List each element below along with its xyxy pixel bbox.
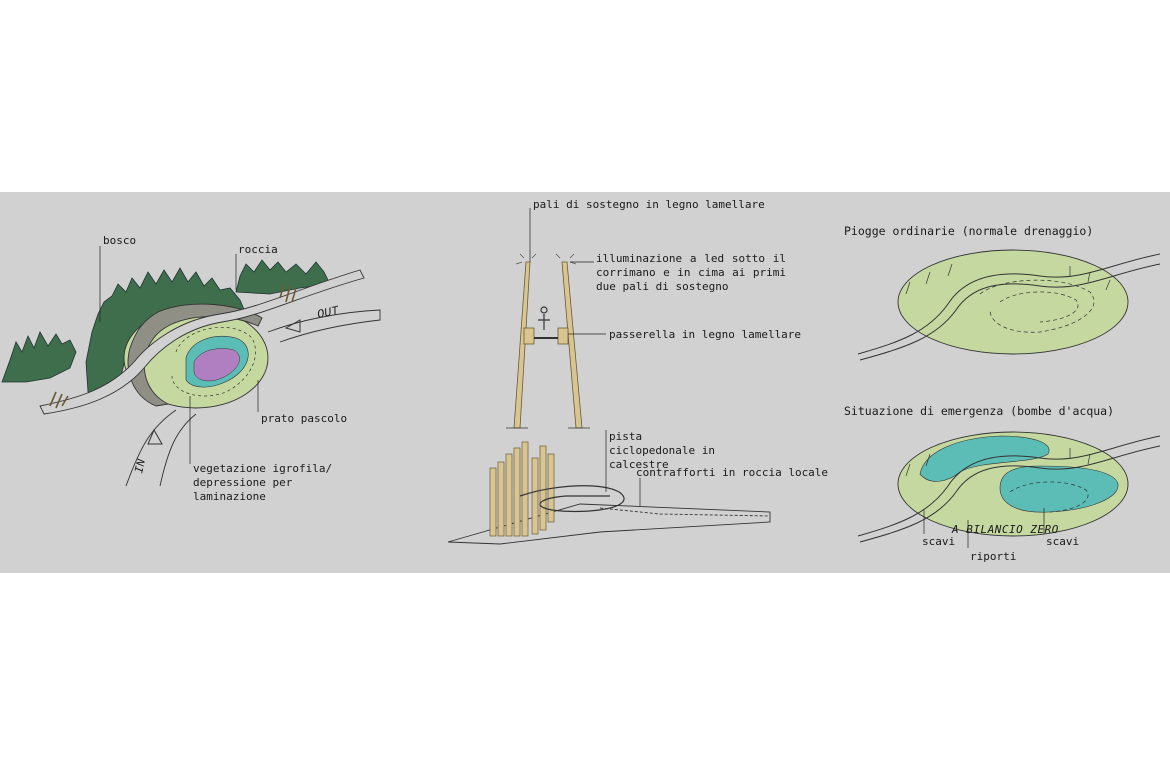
walkway-perspective [447, 430, 771, 545]
pole-left [513, 261, 531, 429]
road-out-label: OUT [316, 304, 341, 322]
label-illuminazione: illuminazione a led sotto il corrimano e… [596, 252, 786, 293]
label-roccia: roccia [238, 243, 278, 256]
road-in [125, 409, 197, 487]
label-pali-sostegno: pali di sostegno in legno lamellare [533, 198, 765, 211]
label-contrafforti: contrafforti in roccia locale [636, 466, 829, 479]
road-ordinary [857, 253, 1161, 355]
contour-emergency [1009, 481, 1089, 513]
hatch-ordinary [905, 263, 1111, 295]
road-in-label: IN [132, 457, 149, 475]
road-ordinary-b [859, 263, 1161, 361]
wetland-zone [193, 348, 240, 382]
contour-ordinary-2 [999, 291, 1079, 323]
deck-left [523, 327, 535, 345]
label-vegetazione-igrofila: vegetazione igrofila/ depressione per la… [193, 462, 333, 503]
road-main [39, 269, 365, 415]
terrain-wedge [447, 503, 771, 545]
left-leaders [99, 246, 259, 464]
road-emergency-b [859, 445, 1161, 543]
walkway-elevation [506, 208, 606, 429]
label-prato-pascolo: prato pascolo [261, 412, 348, 425]
title-piogge-ordinarie: Piogge ordinarie (normale drenaggio) [844, 224, 1094, 238]
bridge-posts-left [49, 391, 69, 409]
label-riporti: riporti [970, 550, 1017, 563]
diagram-panel: OUT IN [0, 192, 1170, 573]
forest-left [1, 331, 77, 383]
label-bilancio-zero: A BILANCIO ZERO [952, 523, 1059, 536]
title-situazione-emergenza: Situazione di emergenza (bombe d'acqua) [844, 404, 1115, 418]
label-passerella: passerella in legno lamellare [609, 328, 802, 341]
person-figure [538, 306, 550, 330]
out-arrow [284, 319, 301, 333]
ramp-path [599, 507, 771, 517]
bridge-posts-right [279, 283, 297, 303]
label-pista-ciclopedonale: pista ciclopedonale in calcestre [609, 430, 715, 471]
water-left [919, 435, 1050, 482]
road-out [267, 309, 381, 343]
center-leaders-top [529, 208, 606, 335]
in-arrow [147, 428, 163, 445]
site-map: OUT IN [1, 246, 381, 487]
contour-ordinary-1 [979, 279, 1095, 333]
dashed-contour [171, 326, 256, 397]
diagram-drawing: OUT IN [1, 208, 1161, 548]
road-emergency [857, 435, 1161, 537]
oval-ordinary [897, 249, 1129, 355]
right-leaders [923, 508, 1045, 548]
scenario-ordinary [857, 249, 1161, 361]
pole-right [561, 261, 583, 429]
hatch-emergency [905, 448, 1091, 477]
center-leaders-bottom [605, 430, 641, 506]
label-bosco: bosco [103, 234, 137, 247]
scenario-emergency [857, 431, 1161, 548]
deck-right [557, 327, 569, 345]
label-scavi-left: scavi [922, 535, 956, 548]
label-scavi-right: scavi [1046, 535, 1080, 548]
